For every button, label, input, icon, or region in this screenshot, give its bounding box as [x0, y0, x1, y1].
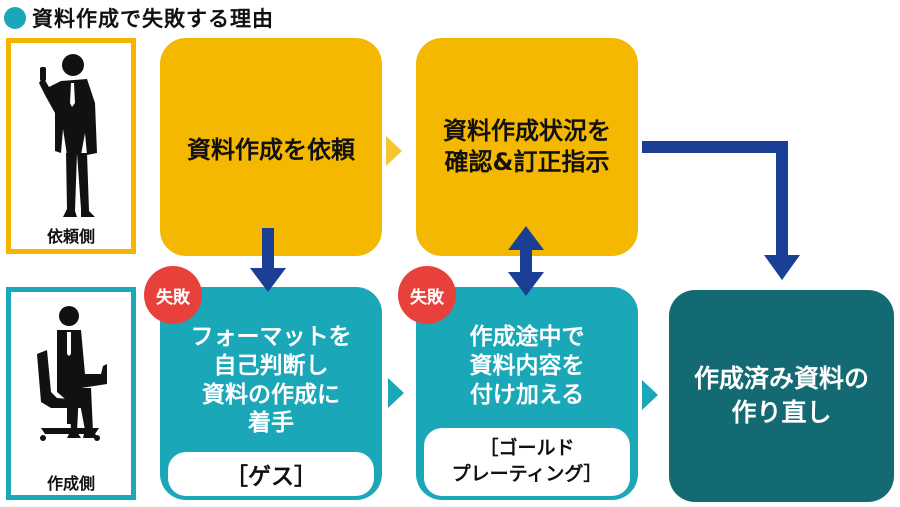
- adding-line-1: 作成途中で: [469, 324, 585, 350]
- seated-businessman-icon: [37, 306, 107, 441]
- title-text: 資料作成で失敗する理由: [32, 7, 274, 31]
- check-line-1: 資料作成状況を: [443, 116, 611, 145]
- failure-badge-2: 失敗: [398, 266, 456, 324]
- requester-actor: 依頼側: [6, 38, 136, 254]
- redo-line-1: 作成済み資料の: [693, 364, 869, 394]
- gold-plating-line-2: プレーティング］: [451, 463, 603, 485]
- check-to-redo-elbow-arrow: [642, 141, 800, 280]
- request-to-check-arrow: [386, 136, 402, 166]
- check-adding-double-arrow: [508, 226, 544, 296]
- diagram-title: 資料作成で失敗する理由: [4, 3, 274, 33]
- request-text: 資料作成を依頼: [187, 135, 355, 164]
- guess-tag: ［ゲス］: [168, 452, 374, 496]
- bullet-dot-icon: [4, 7, 26, 29]
- gold-plating-tag: ［ゴールド プレーティング］: [424, 428, 630, 496]
- check-line-2: 確認&訂正指示: [444, 148, 610, 176]
- adding-line-2: 資料内容を: [469, 352, 585, 379]
- gold-plating-line-1: ［ゴールド: [479, 437, 575, 460]
- check-correct-box: 資料作成状況を 確認&訂正指示: [416, 38, 638, 256]
- adding-line-3: 付け加える: [469, 381, 585, 408]
- maker-label: 作成側: [46, 474, 95, 493]
- standing-businessman-icon: [39, 54, 97, 217]
- adding-to-redo-arrow: [642, 380, 658, 410]
- requester-label: 依頼側: [46, 227, 95, 246]
- format-line-2: 自己判断し: [213, 352, 329, 379]
- format-line-4: 着手: [248, 410, 294, 437]
- maker-actor: 作成側: [6, 287, 136, 500]
- redo-box: 作成済み資料の 作り直し: [669, 290, 894, 502]
- failure-badge-1: 失敗: [144, 266, 202, 324]
- request-down-arrow: [250, 228, 286, 292]
- format-to-adding-arrow: [388, 378, 404, 408]
- format-line-3: 資料の作成に: [202, 381, 340, 408]
- format-line-1: フォーマットを: [190, 324, 352, 350]
- redo-line-2: 作り直し: [731, 398, 832, 427]
- request-box: 資料作成を依頼: [160, 38, 382, 256]
